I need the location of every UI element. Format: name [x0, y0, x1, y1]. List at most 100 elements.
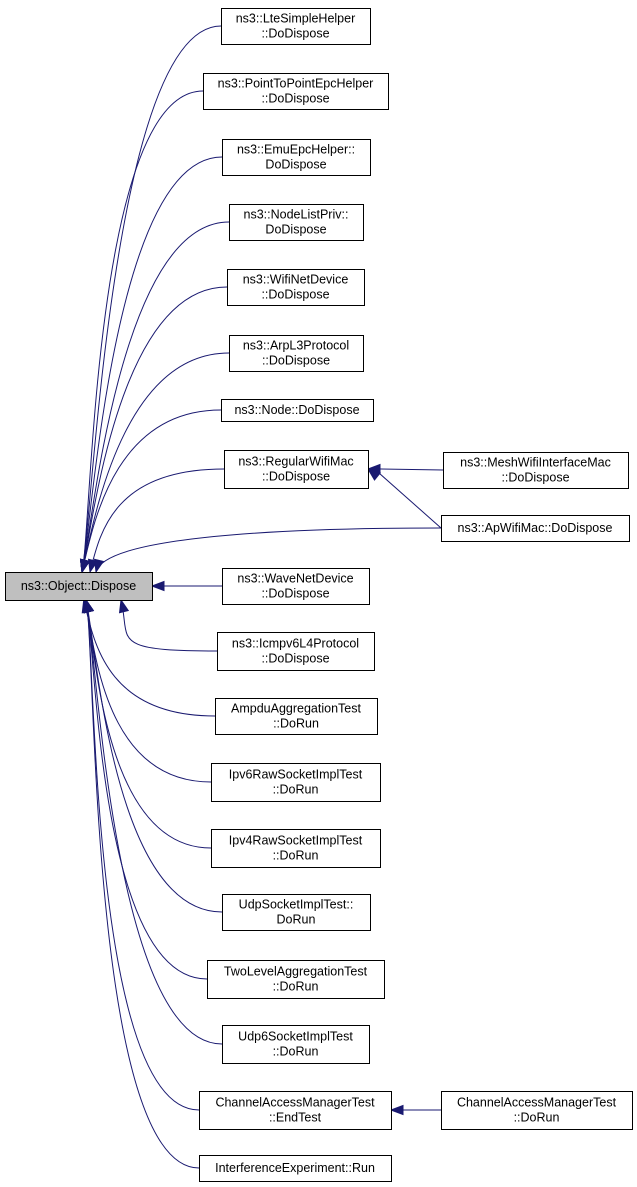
node-label: ::DoDispose [261, 652, 329, 666]
node-label: ::DoDispose [262, 470, 330, 484]
graph-node[interactable]: ns3::WaveNetDevice::DoDispose [222, 568, 370, 605]
graph-node[interactable]: ns3::NodeListPriv::DoDispose [229, 204, 364, 241]
arrowhead [389, 1104, 404, 1116]
node-box [441, 515, 630, 542]
node-label: ns3::EmuEpcHelper:: [237, 143, 355, 157]
node-box [215, 698, 378, 735]
node-box [5, 572, 153, 601]
edges-layer [79, 25, 444, 1169]
node-box [229, 335, 364, 372]
graph-node[interactable]: ns3::Node::DoDispose [221, 399, 374, 422]
node-label: UdpSocketImplTest:: [239, 898, 354, 912]
node-label: ::DoDispose [261, 288, 329, 302]
node-label: ns3::PointToPointEpcHelper [218, 77, 374, 91]
root-node[interactable]: ns3::Object::Dispose [5, 572, 153, 601]
node-box [441, 1091, 633, 1130]
node-label: ::DoRun [273, 849, 319, 863]
call-edge [89, 468, 225, 573]
graph-node[interactable]: Ipv6RawSocketImplTest::DoRun [211, 763, 381, 802]
arrowhead [366, 468, 382, 481]
node-label: ::DoDispose [262, 354, 330, 368]
node-label: DoDispose [265, 158, 326, 172]
graph-node[interactable]: ChannelAccessManagerTest::EndTest [199, 1091, 392, 1130]
call-edge [85, 599, 223, 913]
node-label: ChannelAccessManagerTest [215, 1096, 375, 1110]
node-box [443, 452, 629, 489]
node-label: ::DoRun [273, 783, 319, 797]
call-edge [378, 472, 442, 529]
node-label: AmpduAggregationTest [231, 702, 361, 716]
node-label: InterferenceExperiment::Run [215, 1161, 375, 1175]
graph-node[interactable]: Udp6SocketImplTest::DoRun [222, 1025, 370, 1064]
graph-node[interactable]: ns3::PointToPointEpcHelper::DoDispose [203, 73, 389, 110]
node-box [229, 204, 364, 241]
node-box [222, 1025, 370, 1064]
node-box [199, 1155, 392, 1182]
node-label: ChannelAccessManagerTest [457, 1096, 617, 1110]
graph-node[interactable]: ns3::EmuEpcHelper::DoDispose [222, 139, 371, 176]
node-label: Ipv4RawSocketImplTest [229, 834, 363, 848]
graph-node[interactable]: Ipv4RawSocketImplTest::DoRun [211, 829, 381, 868]
arrowhead [79, 558, 91, 574]
graph-node[interactable]: ns3::ApWifiMac::DoDispose [441, 515, 630, 542]
node-label: Ipv6RawSocketImplTest [229, 768, 363, 782]
graph-node[interactable]: ns3::WifiNetDevice::DoDispose [227, 269, 365, 306]
arrowhead [93, 558, 105, 574]
node-label: Udp6SocketImplTest [238, 1030, 353, 1044]
node-box [222, 568, 370, 605]
call-edge [379, 468, 444, 471]
call-edge [81, 25, 222, 573]
call-edge [81, 156, 223, 573]
node-label: ::EndTest [269, 1111, 322, 1125]
node-label: ns3::Node::DoDispose [234, 403, 359, 417]
node-box [207, 960, 385, 999]
graph-node[interactable]: ns3::LteSimpleHelper::DoDispose [221, 8, 371, 45]
node-box [211, 829, 381, 868]
node-label: ns3::WifiNetDevice [243, 273, 349, 287]
node-box [224, 450, 369, 489]
node-label: ::DoDispose [261, 27, 329, 41]
call-edge [85, 599, 223, 1045]
arrowhead [118, 598, 130, 614]
node-box [222, 139, 371, 176]
call-edge [83, 599, 216, 717]
graph-node[interactable]: ns3::ArpL3Protocol::DoDispose [229, 335, 364, 372]
node-label: ns3::NodeListPriv:: [244, 208, 349, 222]
node-label: ::DoRun [273, 1045, 319, 1059]
call-edge [85, 599, 208, 980]
node-box [217, 632, 375, 671]
node-label: ::DoRun [514, 1111, 560, 1125]
call-edge [95, 527, 442, 573]
arrowhead [83, 598, 95, 614]
node-label: ns3::MeshWifiInterfaceMac [460, 456, 611, 470]
graph-node[interactable]: InterferenceExperiment::Run [199, 1155, 392, 1182]
node-box [221, 399, 374, 422]
node-label: ::DoDispose [261, 587, 329, 601]
graph-node[interactable]: ChannelAccessManagerTest::DoRun [441, 1091, 633, 1130]
nodes-layer: ns3::Object::Dispose ns3::LteSimpleHelper… [5, 8, 633, 1182]
call-edge [81, 286, 228, 573]
call-edge [120, 599, 218, 652]
node-label: DoRun [277, 913, 316, 927]
graph-node[interactable]: ns3::RegularWifiMac::DoDispose [224, 450, 369, 489]
call-edge [85, 599, 200, 1111]
call-edge [85, 599, 212, 849]
graph-node[interactable]: TwoLevelAggregationTest::DoRun [207, 960, 385, 999]
call-edge [81, 221, 230, 573]
arrowhead [150, 580, 165, 592]
node-box [211, 763, 381, 802]
node-label: ::DoRun [273, 717, 319, 731]
call-edge [85, 599, 200, 1169]
graph-node[interactable]: ns3::Icmpv6L4Protocol::DoDispose [217, 632, 375, 671]
graph-node[interactable]: ns3::MeshWifiInterfaceMac::DoDispose [443, 452, 629, 489]
call-edge [81, 90, 204, 573]
graph-node[interactable]: AmpduAggregationTest::DoRun [215, 698, 378, 735]
node-label: ::DoDispose [501, 471, 569, 485]
node-label: ::DoDispose [261, 92, 329, 106]
node-label: DoDispose [265, 223, 326, 237]
node-box [199, 1091, 392, 1130]
node-box [222, 894, 371, 931]
graph-node[interactable]: UdpSocketImplTest::DoRun [222, 894, 371, 931]
node-label: ns3::RegularWifiMac [238, 455, 353, 469]
